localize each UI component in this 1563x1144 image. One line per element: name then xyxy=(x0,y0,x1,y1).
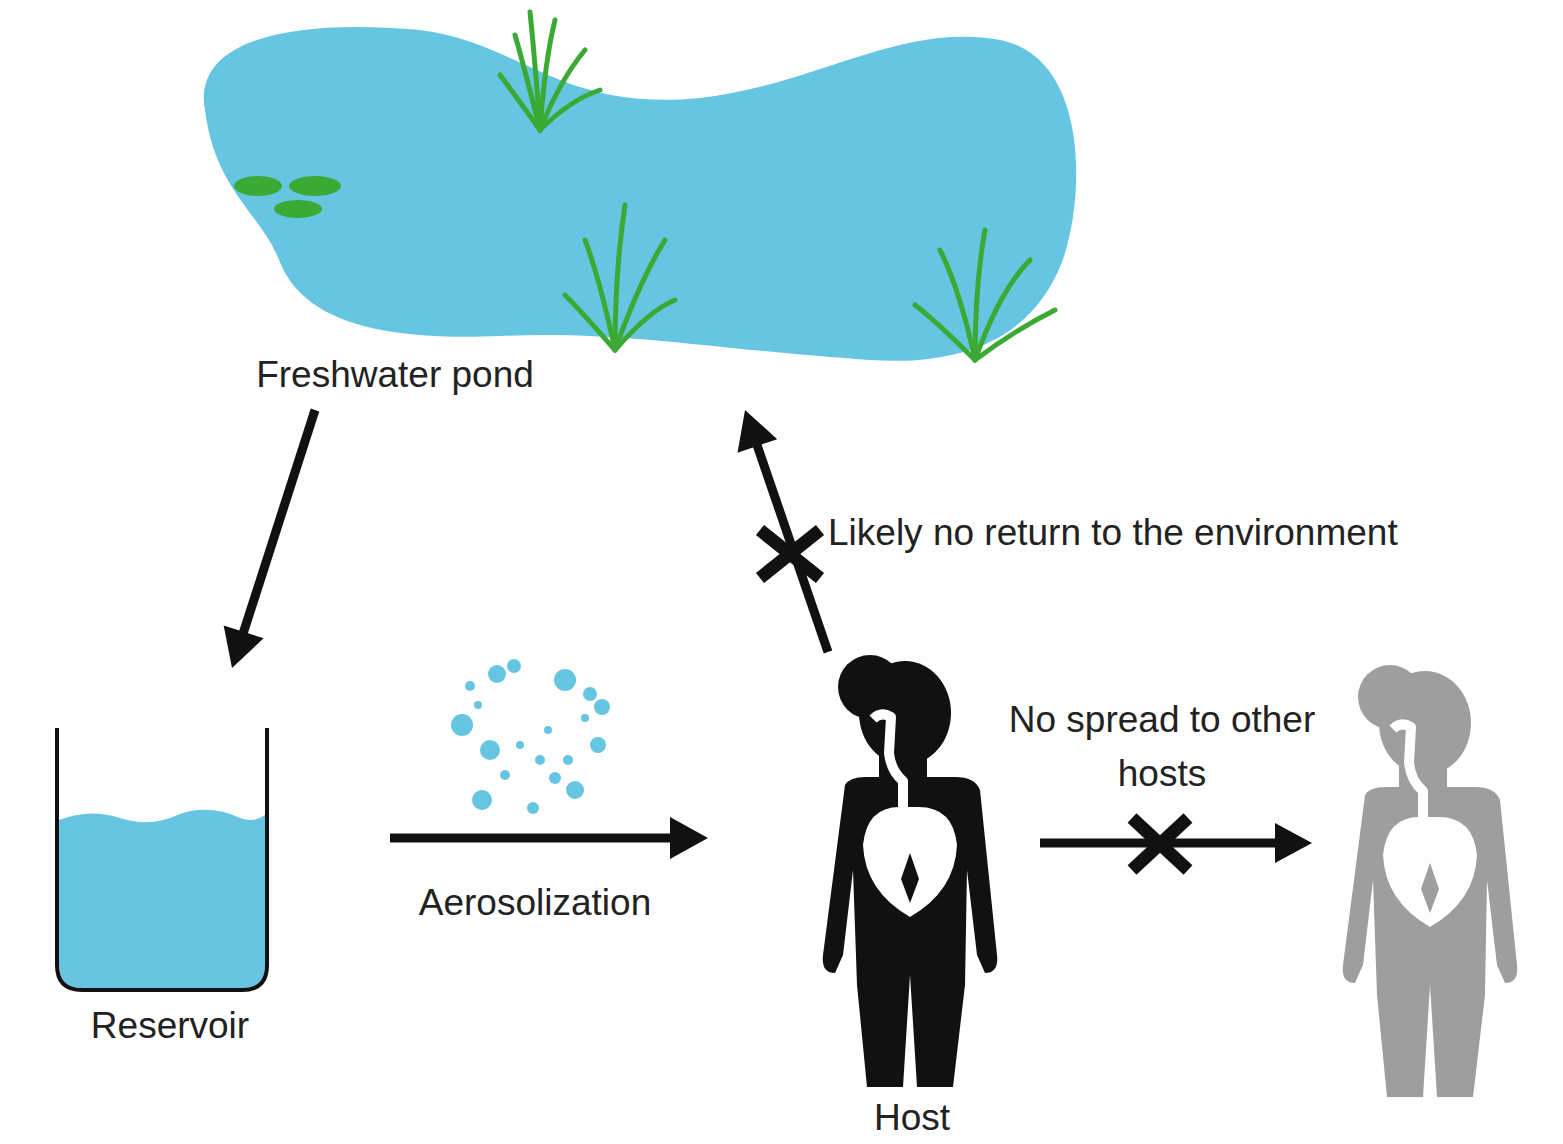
blocked-mark xyxy=(1132,818,1188,870)
reservoir-node: Reservoir xyxy=(50,668,390,1053)
spread-arrowhead xyxy=(1275,823,1312,863)
aerosol-droplets xyxy=(451,659,610,814)
host-figure xyxy=(708,652,1008,1142)
arrowhead xyxy=(224,625,264,668)
arrowhead xyxy=(737,410,777,453)
connector-line xyxy=(241,410,315,639)
connector-line xyxy=(755,438,828,652)
reservoir-outline xyxy=(50,668,390,1053)
arrow-connector xyxy=(224,410,315,668)
node-label: Reservoir xyxy=(50,1003,290,1049)
arrow-connector xyxy=(390,817,708,859)
node-label: Freshwater pond xyxy=(215,352,575,398)
pond-outline xyxy=(195,0,1080,410)
other-host-figure xyxy=(1343,665,1518,1097)
pond-node: Freshwater pond xyxy=(195,0,1080,410)
arrow-connector xyxy=(737,410,828,652)
node-label: Host xyxy=(852,1095,972,1141)
edge-label: Likely no return to the environment xyxy=(828,506,1553,560)
edge-label: Aerosolization xyxy=(380,876,690,930)
host-node: Host xyxy=(708,652,1008,1142)
arrowhead xyxy=(670,817,708,859)
connector-line xyxy=(390,834,678,843)
note-label: No spread to other hosts xyxy=(972,693,1352,801)
